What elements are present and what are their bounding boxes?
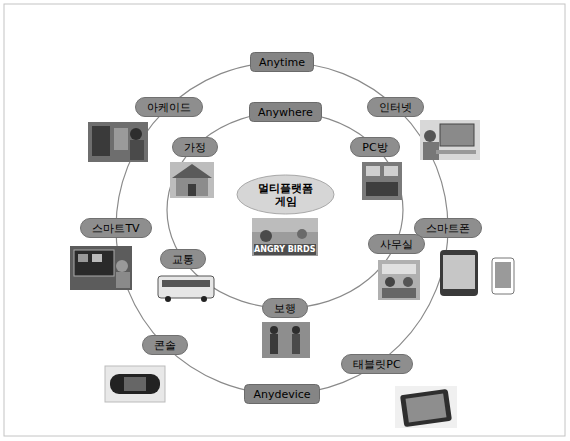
place-label: 가정 xyxy=(172,137,218,157)
place-header-box-fill xyxy=(250,103,322,122)
time-header-box: Anytime xyxy=(250,52,314,72)
node-text: 교통 xyxy=(172,253,194,266)
walking-photo xyxy=(262,322,310,358)
device-label: 스마트TV xyxy=(80,218,152,238)
smartphone-images xyxy=(440,250,514,296)
device-label: 태블릿PC xyxy=(341,354,413,374)
home-photo xyxy=(170,162,214,198)
place-label: PC방 xyxy=(350,137,400,157)
node-text: 가정 xyxy=(184,141,206,154)
device-label-fill xyxy=(342,355,413,374)
pc-room-photo xyxy=(362,162,402,200)
office-photo xyxy=(378,260,420,300)
smart-tv-photo xyxy=(70,246,132,290)
game-screenshot xyxy=(252,218,318,256)
place-label-fill xyxy=(351,138,400,157)
node-text: 보행 xyxy=(274,302,296,315)
device-label-fill xyxy=(81,219,152,238)
game-logo-text: ANGRY BIRDS xyxy=(254,245,315,255)
internet-photo xyxy=(420,120,480,160)
node-text: 멀티플랫폼 게임 xyxy=(254,182,318,208)
place-label: 교통 xyxy=(160,249,206,269)
place-label-fill xyxy=(263,299,308,318)
node-text: Anydevice xyxy=(253,388,310,401)
device-label: 스마트폰 xyxy=(414,218,482,238)
tablet-photo xyxy=(395,386,457,428)
node-text: Anytime xyxy=(259,56,305,69)
device-label: 콘솔 xyxy=(142,335,188,355)
platform-label-fill xyxy=(136,98,203,117)
place-label-fill xyxy=(161,250,206,269)
outer-ring xyxy=(116,62,448,394)
center-ellipse: 멀티플랫폼 게임 xyxy=(236,174,335,215)
place-label-fill xyxy=(173,138,218,157)
node-text: 아케이드 xyxy=(147,101,191,114)
node-text: 콘솔 xyxy=(154,339,176,352)
time-header-box-fill xyxy=(251,53,314,72)
arcade-photo xyxy=(88,122,148,162)
node-text: 스마트TV xyxy=(92,222,139,235)
node-text: Anywhere xyxy=(258,106,313,119)
bus-photo xyxy=(158,276,214,302)
center-ellipse-fill xyxy=(237,175,334,214)
platform-label: 아케이드 xyxy=(135,97,203,117)
device-header-box-fill xyxy=(245,385,320,404)
place-header-box: Anywhere xyxy=(249,102,322,122)
console-photo xyxy=(105,366,165,402)
platform-label: 인터넷 xyxy=(367,97,424,117)
place-label-fill xyxy=(369,235,425,254)
node-text: 태블릿PC xyxy=(353,358,400,371)
node-text: PC방 xyxy=(362,141,387,154)
frame-border xyxy=(4,4,565,436)
device-label-fill xyxy=(415,219,482,238)
device-label-fill xyxy=(143,336,188,355)
node-text: 사무실 xyxy=(380,238,413,251)
place-label: 사무실 xyxy=(368,234,425,254)
node-text: 스마트폰 xyxy=(426,222,470,235)
place-label: 보행 xyxy=(262,298,308,318)
platform-label-fill xyxy=(368,98,424,117)
device-header-box: Anydevice xyxy=(244,384,320,404)
node-text: 인터넷 xyxy=(379,101,412,114)
